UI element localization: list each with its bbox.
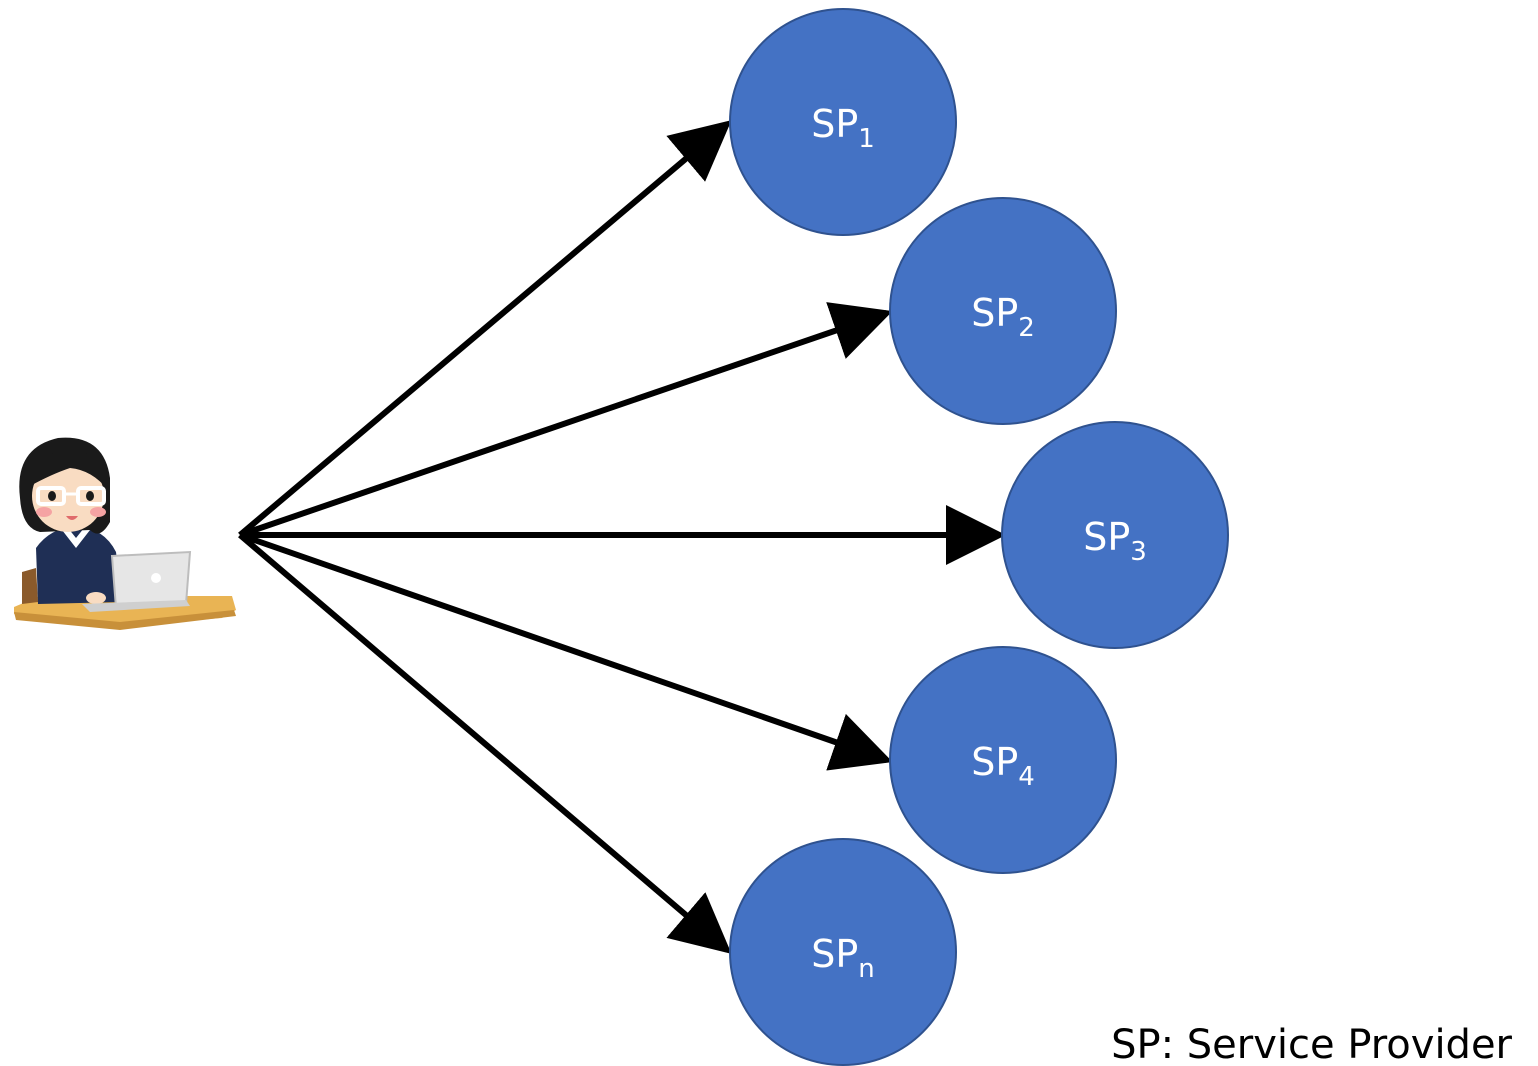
svg-text:SP2: SP2 — [971, 291, 1035, 343]
sp2-subscript: 2 — [1018, 313, 1035, 343]
sp1-label: SP — [811, 102, 858, 146]
sp1-node: SP1 — [729, 8, 957, 236]
arrow-to-spn — [238, 532, 732, 954]
spn-subscript: n — [858, 954, 874, 984]
sp3-node: SP3 — [1001, 421, 1229, 649]
woman-at-laptop-icon — [14, 437, 236, 630]
arrow-to-sp4 — [239, 532, 893, 771]
sp3-label: SP — [1083, 515, 1130, 559]
sp3-subscript: 3 — [1130, 537, 1147, 567]
sp4-label: SP — [971, 740, 1018, 784]
spn-label: SP — [811, 932, 858, 976]
arrow-to-sp2 — [239, 302, 893, 538]
sp2-node: SP2 — [889, 197, 1117, 425]
sp2-label: SP — [971, 291, 1018, 335]
legend-text: SP: Service Provider — [1111, 1022, 1512, 1066]
svg-text:SP4: SP4 — [971, 740, 1035, 792]
arrow-to-sp1 — [238, 120, 732, 538]
sp4-subscript: 4 — [1018, 762, 1035, 792]
sp4-node: SP4 — [889, 646, 1117, 874]
spn-node: SPn — [729, 838, 957, 1066]
svg-text:SP1: SP1 — [811, 102, 875, 154]
sp1-subscript: 1 — [858, 124, 875, 154]
arrows — [238, 120, 1006, 954]
svg-text:SP3: SP3 — [1083, 515, 1147, 567]
svg-text:SPn: SPn — [811, 932, 875, 984]
